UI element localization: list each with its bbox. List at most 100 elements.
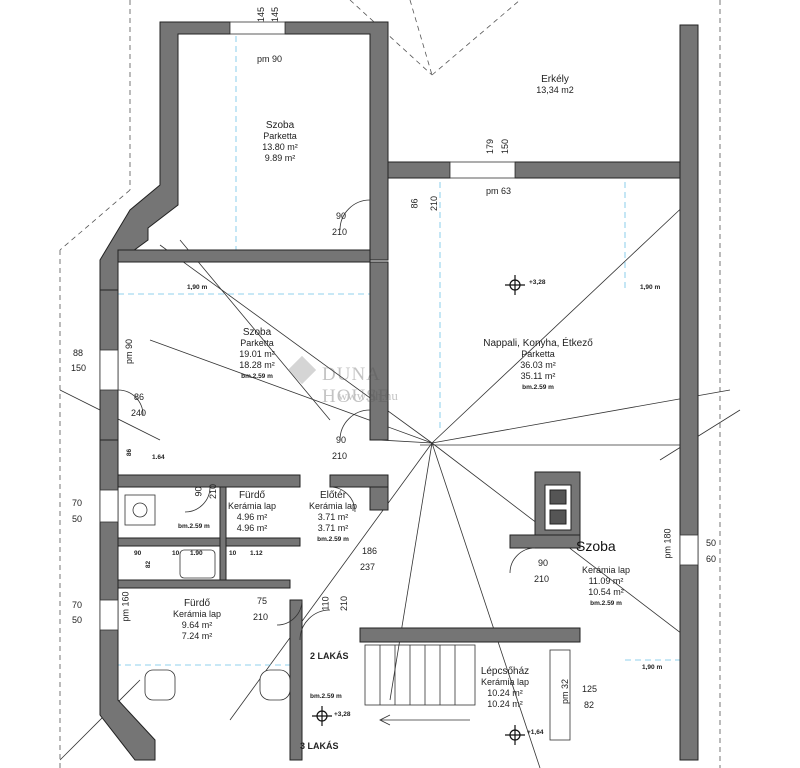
chimney [544,484,572,531]
dim-60: 60 [706,554,717,564]
dim-90-f: 90 [538,558,549,568]
dim-pm90-left: pm 90 [124,338,135,365]
room-label-top: Szoba Parketta 13.80 m² 9.89 m² [262,120,298,164]
room-area: 13.80 m² [262,142,298,152]
bath1-height: bm.2.59 m [178,523,210,530]
dim-240: 240 [131,408,147,418]
apartment-2-label: 2 LAKÁS [310,651,349,661]
room-name: Nappali, Konyha, Étkező [483,338,593,349]
dim-86-a: 86 [409,198,420,209]
dim-90-e: 90 [134,550,142,557]
dim-164: 1.64 [152,454,165,461]
dim-10-b: 10 [229,550,237,557]
room-name: Szoba [265,120,295,131]
dim-90-d: 90 [193,486,204,497]
dim-pm32: pm 32 [560,678,571,705]
dim-90-a: 90 [336,211,347,221]
dim-210-b: 210 [332,227,348,237]
room-area: 9.64 m² [181,620,213,630]
room-area-net: 3.71 m² [317,523,349,533]
dim-190-b: 1,90 m [640,284,661,291]
dim-50-c: 50 [72,615,83,625]
dim-210-a: 210 [429,195,440,212]
room-floor: Kerámia lap [172,609,222,619]
dim-210-c: 210 [332,451,348,461]
dim-82: 82 [145,560,153,569]
dim-145-b: 145 [270,6,281,23]
dim-pm90-top: pm 90 [257,54,283,64]
room-floor: Kerámia lap [480,677,530,687]
dim-70-a: 70 [72,498,83,508]
room-floor: Parketta [263,131,297,141]
room-name: Fürdő [238,490,266,501]
room-area-net: 7.24 m² [181,631,213,641]
room-area-net: 10.54 m² [588,587,624,597]
dim-186: 186 [362,546,378,556]
room-name: Erkély [541,74,569,85]
room-area-net: 35.11 m² [520,371,556,381]
dim-82-b: 82 [584,700,595,710]
dim-210-d: 210 [208,483,219,500]
room-area: 4.96 m² [236,512,268,522]
room-label-balcony: Erkély 13,34 m2 [536,74,574,96]
room-area-net: 9.89 m² [264,153,296,163]
dim-112: 1.12 [250,550,263,557]
hip-lines [59,199,741,768]
room-area-net: 10.24 m² [487,699,523,709]
room-name: Szoba [242,327,272,338]
room-height: bm.2.59 m [317,536,349,543]
watermark-name: DUNA HOUSE [322,364,391,407]
room-label-living: Nappali, Konyha, Étkező Parketta 36.03 m… [483,338,593,393]
dim-210-h: 210 [339,595,350,612]
dim-75: 75 [257,596,268,606]
dim-70-b: 70 [72,600,83,610]
room-name: Lépcsőház [480,666,530,677]
room-area: 11.09 m² [588,576,624,586]
room-label-stair: Lépcsőház Kerámia lap 10.24 m² 10.24 m² [481,666,529,710]
doors [117,199,536,641]
dim-190-c: 1,90 m [642,664,663,671]
dim-210-f: 210 [534,574,550,584]
room-area: 13,34 m2 [536,85,574,95]
dim-pm160: pm 160 [120,591,131,622]
dim-50-a: 50 [72,514,83,524]
dim-pm180: pm 180 [662,528,673,559]
stairs [364,644,476,726]
apartment-3-label: 3 LAKÁS [300,741,339,751]
roof-lines [59,0,721,768]
room-label-bath1: Fürdő Kerámia lap 4.96 m² 4.96 m² [228,490,276,534]
room-area: 3.71 m² [317,512,349,522]
dim-110: 110 [320,596,331,611]
room-height: bm.2.59 m [241,373,273,380]
dim-150: 150 [500,138,511,155]
room-floor: Parketta [521,349,555,359]
room-label-bath2: Fürdő Kerámia lap 9.64 m² 7.24 m² [173,598,221,642]
dim-210-g: 210 [253,612,269,622]
level-stair-left: +3,28 [334,711,351,718]
room-area-net: 4.96 m² [236,523,268,533]
dim-125: 125 [582,684,598,694]
room-area: 10.24 m² [487,688,523,698]
watermark-logo [287,355,317,385]
stair-height: bm.2.59 m [310,693,342,700]
dim-237: 237 [360,562,376,572]
dim-86-b: 86 [134,392,145,402]
dim-190-a: 1,90 m [187,284,208,291]
room-floor: Kerámia lap [227,501,277,511]
walls [99,21,699,761]
dim-179: 179 [485,138,496,155]
dim-90-c: 90 [336,435,347,445]
level-stair-right: +1,64 [527,729,544,736]
room-floor: Parketta [240,338,274,348]
dim-145-a: 145 [256,6,267,23]
room-floor: Kerámia lap [581,565,631,575]
dim-190: 1.90 [190,550,203,557]
room-area: 36.03 m² [520,360,556,370]
room-area-net: 18.28 m² [239,360,275,370]
dim-150-b: 150 [71,363,87,373]
dim-88: 88 [73,348,84,358]
room-height: bm.2.59 m [522,384,554,391]
room-label-left: Szoba Parketta 19.01 m² 18.28 m² bm.2.59… [239,327,275,382]
dim-50-b: 50 [706,538,717,548]
right-room-title: Szoba [576,538,616,554]
